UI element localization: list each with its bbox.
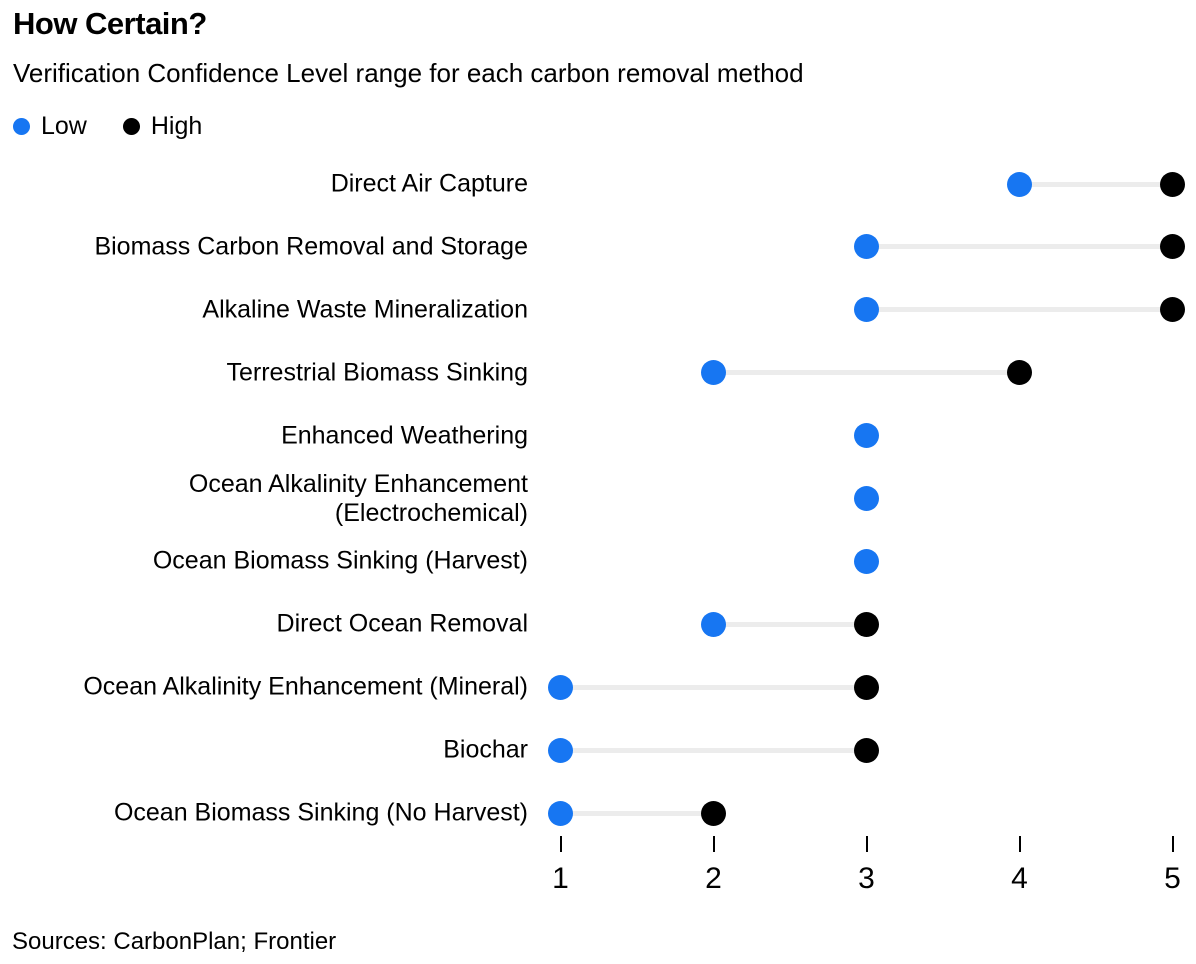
- sources-text: Sources: CarbonPlan; Frontier: [12, 928, 337, 955]
- axis-tick: [1018, 836, 1021, 852]
- high-dot-icon: [122, 117, 140, 135]
- chart-legend: Low High: [13, 110, 202, 142]
- high-dot: [1160, 234, 1185, 260]
- low-dot: [854, 486, 879, 511]
- legend-item-high: High: [122, 111, 203, 141]
- legend-low-label: Low: [41, 111, 87, 140]
- axis-tick: [712, 836, 715, 852]
- category-label: Ocean Biomass Sinking (No Harvest): [113, 798, 528, 827]
- range-connector: [560, 810, 714, 816]
- low-dot: [701, 360, 726, 386]
- category-label: Ocean Alkalinity Enhancement (Mineral): [83, 672, 528, 701]
- category-label: Biochar: [443, 735, 528, 764]
- high-dot: [854, 674, 879, 700]
- range-connector: [560, 747, 867, 753]
- high-dot: [854, 737, 879, 763]
- range-connector: [713, 370, 1020, 376]
- low-dot: [854, 297, 879, 323]
- low-dot: [854, 234, 879, 260]
- category-label: Ocean Biomass Sinking (Harvest): [152, 546, 528, 575]
- high-dot: [854, 611, 879, 637]
- low-dot: [548, 737, 573, 763]
- high-dot: [1160, 297, 1185, 323]
- high-dot: [701, 800, 726, 826]
- range-connector: [713, 621, 867, 627]
- low-dot: [701, 611, 726, 637]
- low-dot: [548, 674, 573, 700]
- range-connector: [866, 307, 1173, 313]
- legend-high-label: High: [150, 111, 203, 140]
- category-label: Alkaline Waste Mineralization: [202, 295, 528, 324]
- axis-tick-label: 4: [1011, 862, 1028, 895]
- low-dot: [548, 800, 573, 826]
- high-dot: [1007, 360, 1032, 386]
- category-label: Enhanced Weathering: [281, 421, 528, 450]
- low-dot: [854, 423, 879, 449]
- axis-tick-label: 1: [552, 862, 569, 895]
- range-connector: [1019, 181, 1173, 187]
- category-label: Terrestrial Biomass Sinking: [226, 358, 529, 387]
- high-dot: [1160, 171, 1185, 197]
- axis-tick-label: 2: [705, 862, 722, 895]
- category-label: Direct Air Capture: [330, 169, 528, 198]
- chart-title: How Certain?: [13, 6, 207, 41]
- category-label: Biomass Carbon Removal and Storage: [94, 232, 528, 261]
- category-label: Ocean Alkalinity Enhancement (Electroche…: [188, 469, 528, 527]
- low-dot: [1007, 171, 1032, 197]
- category-label: Direct Ocean Removal: [276, 609, 528, 638]
- low-dot-icon: [13, 117, 30, 135]
- axis-tick: [559, 836, 562, 852]
- chart-subtitle: Verification Confidence Level range for …: [13, 58, 804, 88]
- axis-tick-label: 3: [858, 862, 875, 895]
- range-connector: [866, 244, 1173, 250]
- legend-item-low: Low: [13, 112, 87, 141]
- axis-tick-label: 5: [1164, 862, 1181, 895]
- range-connector: [560, 684, 867, 690]
- axis-tick: [865, 836, 868, 852]
- axis-tick: [1171, 836, 1174, 852]
- low-dot: [854, 548, 879, 574]
